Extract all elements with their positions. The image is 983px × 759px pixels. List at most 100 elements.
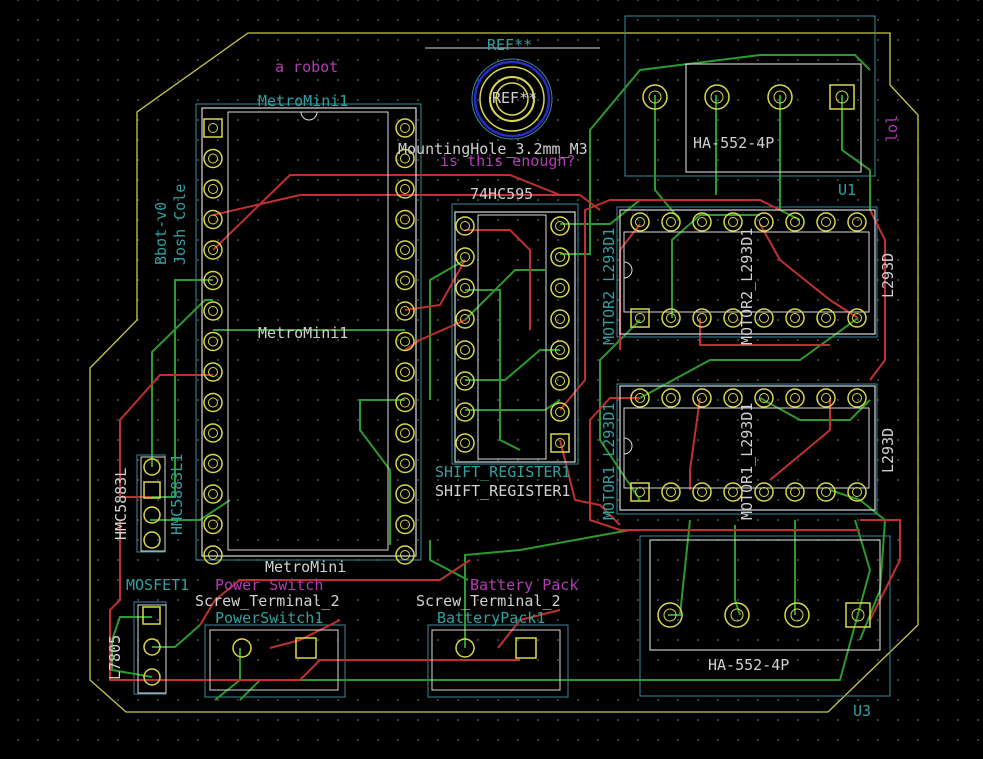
metromini-pad[interactable] [395, 484, 415, 504]
shift-register-pad[interactable] [455, 433, 475, 453]
motor1-pad[interactable] [847, 482, 867, 502]
motor2-pad[interactable] [630, 212, 650, 232]
motor1-pad[interactable] [785, 388, 805, 408]
motor1-pad[interactable] [661, 388, 681, 408]
shift-register-pad[interactable] [550, 371, 570, 391]
shift-register-pad[interactable] [550, 402, 570, 422]
shift-register-pad[interactable] [455, 247, 475, 267]
motor2-pad[interactable] [847, 212, 867, 232]
metromini-pad[interactable] [203, 118, 223, 138]
metromini-pad[interactable] [203, 423, 223, 443]
shift-register-pad[interactable] [455, 309, 475, 329]
shift-register-pad[interactable] [550, 278, 570, 298]
motor2-pad[interactable] [692, 212, 712, 232]
metromini-pad[interactable] [203, 545, 223, 565]
metromini-pad[interactable] [395, 270, 415, 291]
motor1-pad[interactable] [754, 482, 774, 502]
hmc5883l-footprint[interactable] [140, 456, 166, 552]
power-switch-terminal[interactable] [209, 629, 339, 691]
motor2-footprint[interactable] [619, 209, 876, 335]
shift-register-pad[interactable] [550, 340, 570, 360]
metromini-pad[interactable] [203, 179, 223, 199]
metromini-pad[interactable] [395, 301, 415, 321]
metromini-pad[interactable] [395, 362, 415, 382]
motor2-pad[interactable] [661, 212, 681, 232]
shift-register-pad[interactable] [550, 433, 570, 453]
motor2-pad[interactable] [723, 308, 743, 328]
metromini-pad[interactable] [203, 331, 223, 352]
metromini-pad[interactable] [395, 118, 415, 138]
metromini-pad[interactable] [203, 362, 223, 382]
motor2-pad[interactable] [816, 212, 836, 232]
motor2-pad[interactable] [816, 308, 836, 328]
motor1-pad[interactable] [630, 482, 650, 502]
metromini-footprint[interactable] [201, 107, 417, 565]
motor1-pad[interactable] [816, 388, 836, 408]
motor1-pad[interactable] [785, 482, 805, 502]
motor1-pad[interactable] [847, 388, 867, 408]
shift-register-pad[interactable] [455, 340, 475, 360]
metromini-pad[interactable] [395, 514, 415, 535]
metromini-pad[interactable] [395, 453, 415, 474]
u3-connector[interactable] [649, 539, 881, 651]
motor2-pad[interactable] [754, 308, 774, 328]
u1-connector[interactable] [642, 63, 862, 173]
shift-register-pad[interactable] [455, 402, 475, 422]
metromini-pad[interactable] [395, 392, 415, 413]
metromini-pad[interactable] [395, 331, 415, 352]
motor2-pad[interactable] [723, 212, 743, 232]
metromini-pad[interactable] [203, 453, 223, 474]
metromini-pad[interactable] [395, 179, 415, 199]
motor2-pad[interactable] [785, 212, 805, 232]
metromini-pad[interactable] [395, 209, 415, 230]
motor1-pad[interactable] [816, 482, 836, 502]
shift-register-pad[interactable] [550, 216, 570, 236]
shift-register-pad[interactable] [455, 371, 475, 391]
metromini-pad[interactable] [203, 301, 223, 321]
metromini-pad[interactable] [203, 270, 223, 291]
motor1-footprint[interactable] [619, 385, 876, 511]
motor2-pad[interactable] [754, 212, 774, 232]
metromini-pad[interactable] [395, 423, 415, 443]
metromini-left-pins [203, 118, 223, 565]
motor2-pad[interactable] [630, 308, 650, 328]
metromini-pad[interactable] [203, 148, 223, 169]
shift-register-pad[interactable] [550, 309, 570, 329]
metromini-pad[interactable] [395, 240, 415, 260]
metromini-pad[interactable] [203, 209, 223, 230]
motor2-pad[interactable] [847, 308, 867, 328]
motor2-pad[interactable] [785, 308, 805, 328]
metromini-pad-drill [400, 489, 410, 499]
metromini-pad[interactable] [203, 240, 223, 260]
motor1-pad[interactable] [661, 482, 681, 502]
motor1-pad-drill [728, 487, 738, 497]
battery-pack-terminal[interactable] [431, 629, 561, 691]
motor2-pad[interactable] [692, 308, 712, 328]
shift-register-pad[interactable] [550, 247, 570, 267]
motor1-ref: MOTOR1_L293D1 [600, 403, 618, 520]
motor1-pad[interactable] [723, 388, 743, 408]
motor1-pad[interactable] [692, 482, 712, 502]
metromini-pad[interactable] [203, 514, 223, 535]
motor1-pad[interactable] [754, 388, 774, 408]
motor2-pad-drill [759, 313, 769, 323]
metromini-pad[interactable] [395, 545, 415, 565]
shift-register-pad[interactable] [455, 278, 475, 298]
motor1-pad[interactable] [723, 482, 743, 502]
shift-register-footprint[interactable] [454, 211, 576, 463]
motor2-pad[interactable] [661, 308, 681, 328]
l7805-footprint[interactable] [137, 604, 167, 694]
shift-register-ref: SHIFT_REGISTER1 [435, 463, 570, 481]
motor1-pad[interactable] [630, 388, 650, 408]
metromini-pad[interactable] [395, 148, 415, 169]
motor2-ref: MOTOR2_L293D1 [600, 228, 618, 345]
metromini-pad[interactable] [203, 484, 223, 504]
shift-register-pad[interactable] [455, 216, 475, 236]
metromini-pad[interactable] [203, 392, 223, 413]
l7805-value: L7805 [106, 635, 124, 680]
motor1-pad[interactable] [692, 388, 712, 408]
mounting-hole[interactable] [425, 47, 600, 138]
hmc-ref: HMC5883L1 [168, 454, 186, 535]
